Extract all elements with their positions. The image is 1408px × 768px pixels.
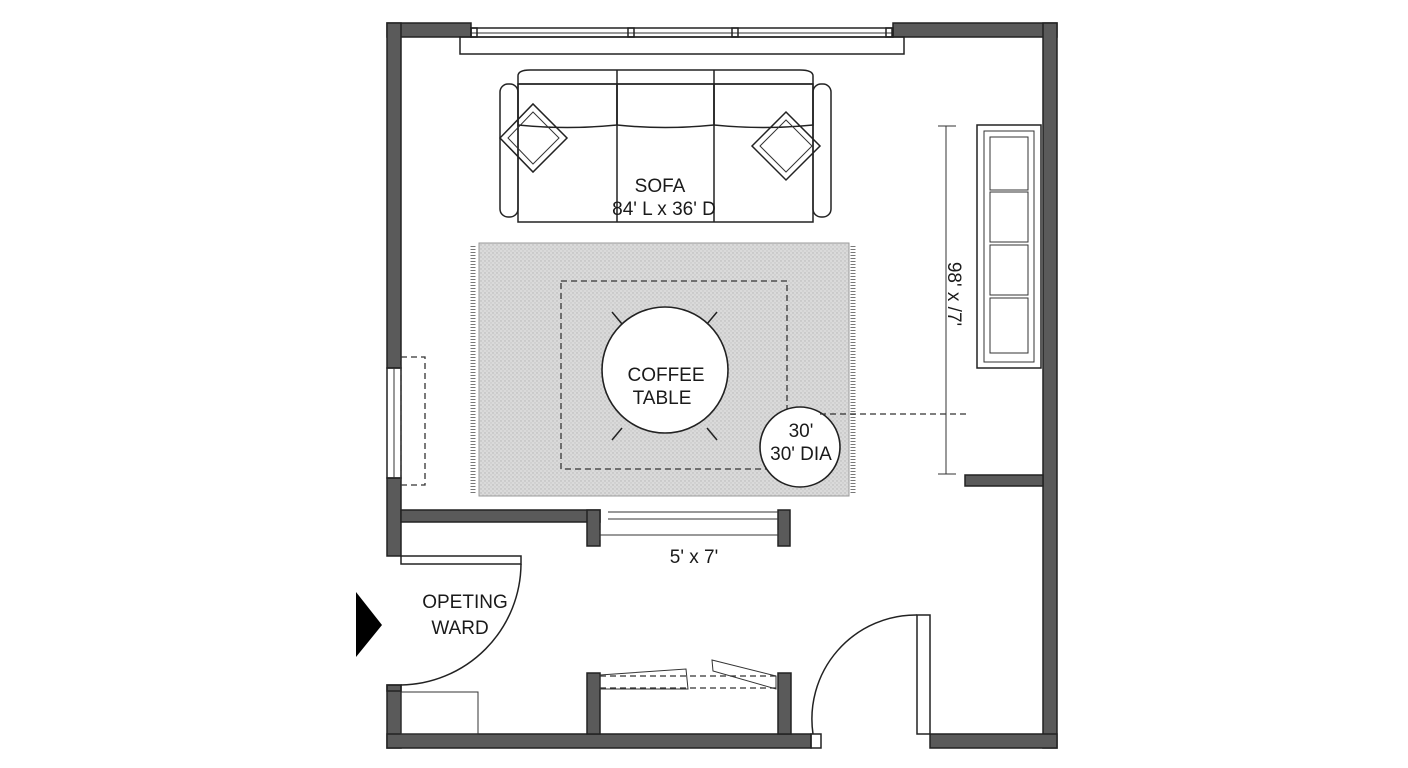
closet bbox=[599, 659, 778, 690]
bottom-wall-left bbox=[386, 733, 812, 749]
pillow-right bbox=[750, 110, 822, 182]
partition-post-right bbox=[777, 509, 791, 547]
left-window bbox=[386, 356, 426, 486]
entry-label-1: OPETING bbox=[422, 592, 508, 613]
side-table-label-2: 30' DIA bbox=[770, 444, 832, 465]
bottom-wall-right bbox=[929, 733, 1058, 749]
bookcase bbox=[976, 124, 1042, 369]
closet-wall-right bbox=[777, 672, 792, 735]
sofa-dimensions: 84' L x 36' D bbox=[612, 199, 716, 220]
sofa-arm-left bbox=[499, 83, 519, 218]
rug-size-label: 5' x 7' bbox=[670, 547, 718, 568]
left-wall-upper bbox=[386, 22, 402, 369]
left-wall-middle bbox=[386, 477, 402, 557]
entry-arrow-icon bbox=[356, 592, 382, 657]
entry-label-2: WARD bbox=[431, 618, 488, 639]
rug-dimension: 5' x 7' bbox=[599, 511, 779, 568]
coffee-table: COFFEE TABLE bbox=[601, 306, 729, 441]
partition-wall-right bbox=[964, 474, 1044, 487]
side-table: 30' 30' DIA bbox=[759, 406, 841, 488]
wall-dimension-label: 98' x /7' bbox=[943, 262, 964, 326]
coffee-table-label-1: COFFEE bbox=[627, 365, 704, 386]
closet-wall-left bbox=[586, 672, 601, 735]
partition-wall-left bbox=[400, 509, 601, 523]
top-wall-right bbox=[892, 22, 1058, 38]
side-table-label-1: 30' bbox=[789, 421, 814, 442]
sofa: SOFA 84' L x 36' D bbox=[498, 69, 832, 223]
entry-door: OPETING WARD bbox=[356, 555, 522, 735]
walls bbox=[386, 22, 1058, 749]
wall-dimension: 98' x /7' bbox=[820, 125, 968, 475]
coffee-table-label-2: TABLE bbox=[633, 388, 692, 409]
pillow-left bbox=[498, 102, 569, 174]
top-window bbox=[459, 27, 905, 55]
right-wall bbox=[1042, 22, 1058, 749]
sofa-label: SOFA bbox=[635, 176, 686, 197]
partition-post-left bbox=[586, 509, 601, 547]
right-door bbox=[810, 614, 931, 749]
